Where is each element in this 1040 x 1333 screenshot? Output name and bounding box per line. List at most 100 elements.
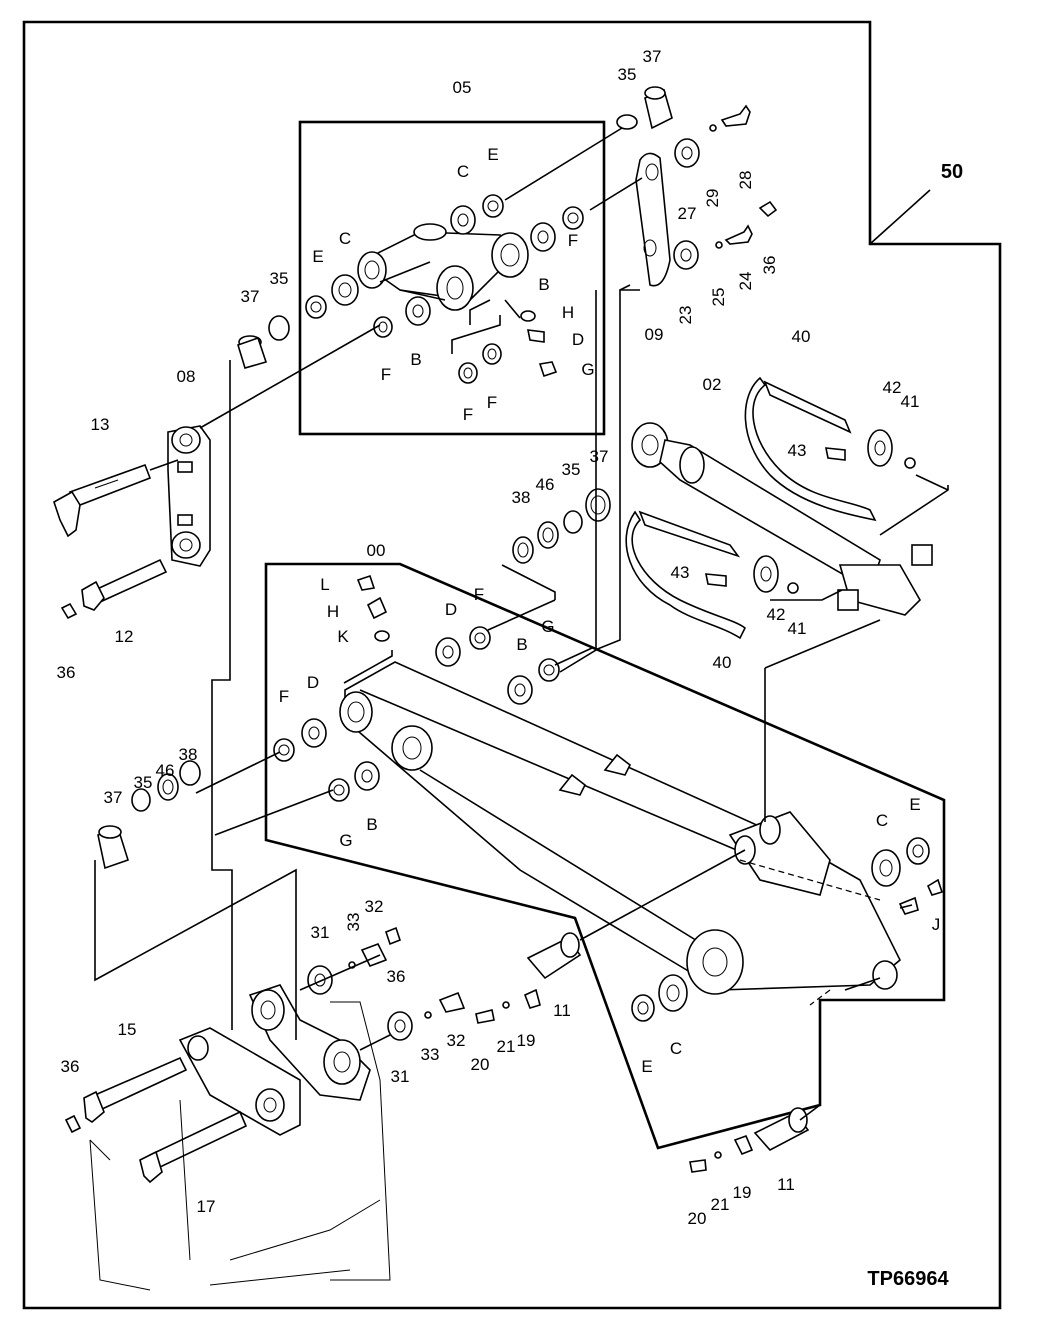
callout-label: 21 bbox=[711, 1195, 730, 1214]
cylinder-02 bbox=[631, 422, 933, 616]
callout-label: 33 bbox=[344, 913, 363, 932]
callout-label: 36 bbox=[387, 967, 406, 986]
callout-label: 33 bbox=[421, 1045, 440, 1064]
hose-40-upper bbox=[744, 376, 877, 522]
callout-label: 38 bbox=[179, 745, 198, 764]
group-number: 50 bbox=[941, 161, 963, 183]
lever-08 bbox=[167, 425, 211, 567]
callout-label: F bbox=[568, 231, 578, 250]
callout-label: H bbox=[327, 602, 339, 621]
callout-label: 41 bbox=[788, 619, 807, 638]
callout-label: 28 bbox=[736, 171, 755, 190]
callout-label: 43 bbox=[671, 563, 690, 582]
dashed-guides bbox=[739, 859, 881, 1006]
top-right-hardware bbox=[616, 86, 778, 270]
callout-label: 37 bbox=[643, 47, 662, 66]
callout-label: B bbox=[410, 350, 421, 369]
callout-label: E bbox=[641, 1057, 652, 1076]
bracket-assembly bbox=[64, 926, 466, 1184]
callout-label: 42 bbox=[883, 378, 902, 397]
callout-label: 29 bbox=[703, 189, 722, 208]
callout-label: 19 bbox=[733, 1183, 752, 1202]
callout-label: 37 bbox=[104, 788, 123, 807]
callout-label: C bbox=[670, 1039, 682, 1058]
callout-label: B bbox=[516, 635, 527, 654]
callout-label: 32 bbox=[365, 897, 384, 916]
callout-label: 31 bbox=[391, 1067, 410, 1086]
subassembly-05-box bbox=[298, 120, 606, 436]
callout-label: E bbox=[487, 145, 498, 164]
callout-label: 46 bbox=[536, 475, 555, 494]
callout-label: D bbox=[307, 673, 319, 692]
callout-label: 11 bbox=[777, 1175, 795, 1194]
callout-label: 13 bbox=[91, 415, 110, 434]
callout-label: 36 bbox=[760, 256, 779, 275]
callout-label: 25 bbox=[709, 288, 728, 307]
leader-lines bbox=[94, 127, 949, 1121]
callout-label: F bbox=[279, 687, 289, 706]
callout-label: F bbox=[381, 365, 391, 384]
boom-assembly-outline bbox=[264, 562, 946, 1150]
callout-label: 36 bbox=[57, 663, 76, 682]
callout-label: 27 bbox=[678, 204, 697, 223]
callout-label: 35 bbox=[134, 773, 153, 792]
callout-label: D bbox=[445, 600, 457, 619]
callout-label: 40 bbox=[792, 327, 811, 346]
mid-hardware bbox=[356, 488, 611, 705]
callout-label: 00 bbox=[367, 541, 386, 560]
pin-13 bbox=[53, 463, 152, 538]
callout-label: 24 bbox=[736, 272, 755, 291]
callout-label: 46 bbox=[156, 761, 175, 780]
callout-label: 12 bbox=[115, 627, 134, 646]
callout-label: 09 bbox=[645, 325, 664, 344]
link-assembly-05 bbox=[305, 194, 584, 384]
callout-label: C bbox=[876, 811, 888, 830]
callout-label: C bbox=[457, 162, 469, 181]
callout-label: 41 bbox=[901, 392, 920, 411]
ghost-bracket-outline bbox=[89, 1001, 391, 1291]
callout-label: 35 bbox=[562, 460, 581, 479]
callout-label: G bbox=[581, 360, 594, 379]
callout-label: B bbox=[538, 275, 549, 294]
link-09 bbox=[635, 152, 671, 287]
callout-label: 15 bbox=[118, 1020, 137, 1039]
figure-code: TP66964 bbox=[867, 1268, 949, 1290]
hose-40-lower-fitting bbox=[638, 510, 741, 558]
callout-label: 20 bbox=[471, 1055, 490, 1074]
callout-label: 19 bbox=[517, 1031, 536, 1050]
callout-label: B bbox=[366, 815, 377, 834]
callout-label: J bbox=[932, 915, 941, 934]
callout-label: G bbox=[339, 831, 352, 850]
callout-labels: 37 35 05 C E 29 28 27 E C 35 E B F 36 24… bbox=[57, 47, 941, 1228]
callout-label: 43 bbox=[788, 441, 807, 460]
callout-label: H bbox=[562, 303, 574, 322]
callout-label: 05 bbox=[453, 78, 472, 97]
callout-label: 02 bbox=[703, 375, 722, 394]
hose-40-lower bbox=[625, 510, 747, 640]
callout-label: 40 bbox=[713, 653, 732, 672]
callout-label: 38 bbox=[512, 488, 531, 507]
callout-label: 17 bbox=[197, 1197, 216, 1216]
callout-label: 37 bbox=[590, 447, 609, 466]
callout-label: 23 bbox=[676, 306, 695, 325]
callout-label: 11 bbox=[553, 1001, 571, 1020]
callout-label: F bbox=[463, 405, 473, 424]
callout-label: 08 bbox=[177, 367, 196, 386]
callout-label: 31 bbox=[311, 923, 330, 942]
boom-front-hardware bbox=[97, 315, 380, 870]
rear-hardware bbox=[475, 837, 944, 1173]
callout-label: 32 bbox=[447, 1031, 466, 1050]
callout-label: E bbox=[312, 247, 323, 266]
callout-label: 35 bbox=[270, 269, 289, 288]
callout-label: L bbox=[320, 575, 329, 594]
callout-label: F bbox=[487, 393, 497, 412]
callout-label: F bbox=[474, 585, 484, 604]
flange-42-lower bbox=[705, 555, 799, 594]
callout-label: D bbox=[572, 330, 584, 349]
callout-label: K bbox=[337, 627, 349, 646]
group-leader-line bbox=[869, 189, 931, 245]
callout-label: E bbox=[909, 795, 920, 814]
outer-frame bbox=[22, 20, 1002, 1310]
